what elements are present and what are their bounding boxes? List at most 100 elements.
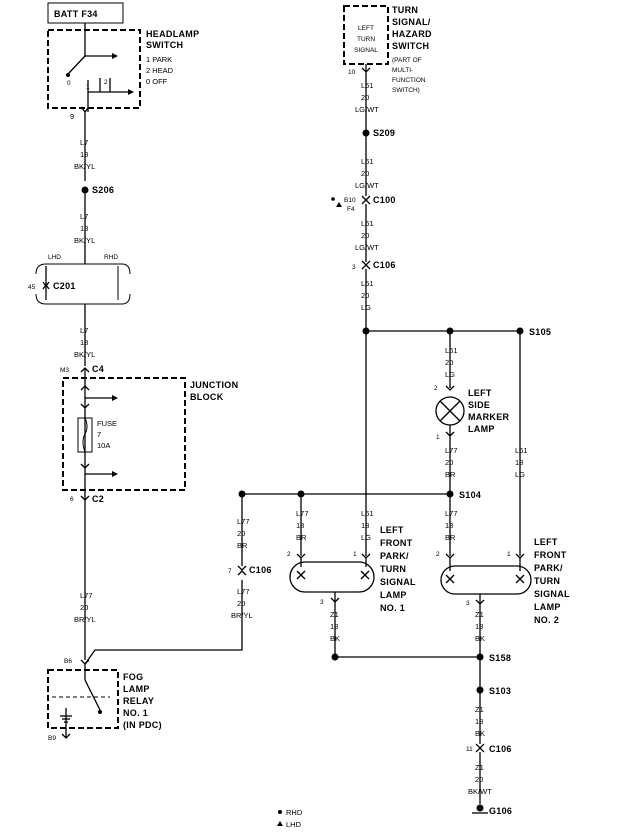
svg-text:L77: L77 (80, 591, 93, 600)
svg-text:SIGNAL: SIGNAL (354, 47, 378, 54)
fog-relay-box (47, 669, 119, 729)
svg-text:L61: L61 (361, 157, 374, 166)
svg-text:F4: F4 (347, 206, 355, 213)
switch-position: 1 PARK (146, 55, 172, 64)
svg-text:HAZARD: HAZARD (392, 29, 432, 39)
svg-text:G106: G106 (489, 806, 512, 816)
svg-text:SWITCH): SWITCH) (392, 87, 420, 94)
svg-text:L77: L77 (237, 517, 250, 526)
svg-text:LHD: LHD (286, 820, 302, 829)
svg-text:S104: S104 (459, 490, 481, 500)
svg-text:BK: BK (475, 729, 485, 738)
svg-text:BK: BK (330, 634, 340, 643)
svg-text:20: 20 (237, 529, 245, 538)
fuse-label: FUSE (97, 419, 117, 428)
svg-text:Z1: Z1 (475, 705, 484, 714)
turn-switch-box (343, 5, 389, 65)
svg-text:20: 20 (445, 458, 453, 467)
svg-text:L77: L77 (237, 587, 250, 596)
svg-text:L61: L61 (361, 219, 374, 228)
svg-text:BK/YL: BK/YL (74, 162, 95, 171)
svg-text:1: 1 (436, 434, 440, 441)
svg-text:20: 20 (361, 231, 369, 240)
svg-text:SIGNAL: SIGNAL (380, 577, 416, 587)
svg-text:LG/WT: LG/WT (355, 105, 379, 114)
svg-text:BR: BR (445, 470, 456, 479)
svg-text:L7: L7 (80, 326, 88, 335)
svg-text:L61: L61 (361, 509, 374, 518)
svg-text:S209: S209 (373, 128, 395, 138)
svg-text:LAMP: LAMP (468, 424, 495, 434)
svg-text:20: 20 (237, 599, 245, 608)
svg-text:LG: LG (361, 303, 371, 312)
svg-text:2: 2 (436, 551, 440, 558)
svg-text:MARKER: MARKER (468, 412, 509, 422)
svg-text:BR/YL: BR/YL (231, 611, 253, 620)
connector-c100: C100 (373, 195, 396, 205)
svg-text:B9: B9 (48, 735, 56, 742)
svg-text:L7: L7 (80, 138, 88, 147)
svg-text:NO. 1: NO. 1 (123, 708, 148, 718)
svg-text:(PART OF: (PART OF (392, 57, 422, 64)
svg-text:18: 18 (361, 521, 369, 530)
svg-text:S206: S206 (92, 185, 114, 195)
svg-text:L77: L77 (445, 446, 458, 455)
svg-text:45: 45 (28, 284, 36, 291)
svg-text:M3: M3 (60, 367, 69, 374)
svg-text:20: 20 (475, 775, 483, 784)
svg-text:7: 7 (228, 568, 232, 575)
svg-text:LG/WT: LG/WT (355, 181, 379, 190)
svg-text:TURN: TURN (357, 36, 375, 43)
svg-text:MULTI-: MULTI- (392, 67, 413, 74)
svg-text:1: 1 (353, 551, 357, 558)
svg-text:L61: L61 (361, 279, 374, 288)
svg-text:10: 10 (348, 69, 356, 76)
svg-text:RHD: RHD (104, 254, 118, 261)
svg-text:SIGNAL: SIGNAL (534, 589, 570, 599)
ground-point (476, 804, 484, 812)
svg-text:LG/WT: LG/WT (355, 243, 379, 252)
svg-text:BK/YL: BK/YL (74, 350, 95, 359)
svg-text:SIGNAL/: SIGNAL/ (392, 17, 431, 27)
svg-text:LAMP: LAMP (380, 590, 407, 600)
svg-text:18: 18 (80, 338, 88, 347)
svg-text:3: 3 (352, 264, 356, 271)
svg-text:18: 18 (80, 224, 88, 233)
svg-text:NO. 2: NO. 2 (534, 615, 559, 625)
svg-text:18: 18 (80, 150, 88, 159)
headlamp-switch-box (47, 29, 141, 109)
svg-text:L61: L61 (445, 346, 458, 355)
svg-text:TURN: TURN (534, 576, 560, 586)
connector-c106: C106 (489, 744, 512, 754)
svg-text:20: 20 (361, 169, 369, 178)
svg-text:BR: BR (296, 533, 307, 542)
svg-text:LG: LG (515, 470, 525, 479)
splice-s209 (362, 129, 370, 137)
junction-block-title: JUNCTION (190, 380, 238, 390)
legend-dot-icon (278, 810, 282, 814)
lamp1-title: LEFT (380, 525, 404, 535)
svg-text:PARK/: PARK/ (380, 551, 409, 561)
svg-text:SWITCH: SWITCH (392, 41, 429, 51)
switch-position: 0 OFF (146, 77, 168, 86)
svg-text:20: 20 (80, 603, 88, 612)
junction-block-box (62, 377, 186, 491)
svg-text:3: 3 (466, 600, 470, 607)
fog-relay-title: FOG (123, 672, 143, 682)
svg-text:BR: BR (237, 541, 248, 550)
pin-label: 9 (70, 112, 74, 121)
connector-c201: C201 (53, 281, 76, 291)
connector-c4: C4 (92, 364, 104, 374)
svg-text:LEFT: LEFT (358, 25, 374, 32)
lamp2-title: LEFT (534, 537, 558, 547)
contact-label: 2 (104, 79, 108, 86)
contact-label: 0 (67, 80, 71, 87)
svg-text:SIDE: SIDE (468, 400, 490, 410)
svg-text:LAMP: LAMP (123, 684, 150, 694)
contact-label: 1 (86, 84, 90, 91)
svg-text:FRONT: FRONT (534, 550, 567, 560)
svg-text:6: 6 (70, 496, 74, 503)
svg-text:BLOCK: BLOCK (190, 392, 224, 402)
